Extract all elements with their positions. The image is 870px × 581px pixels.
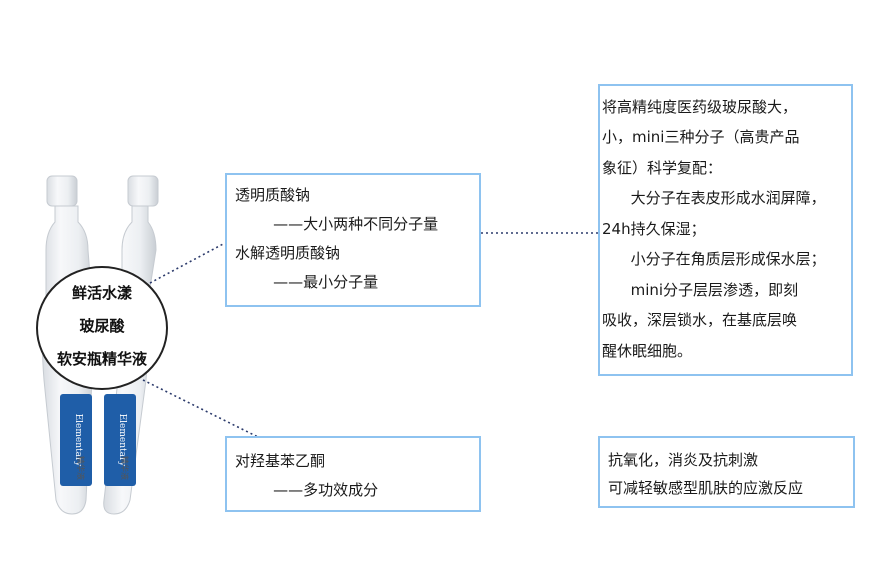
- product-line-2: 玻尿酸: [79, 317, 125, 335]
- box2-line-6: 小分子在角质层形成保水层；: [602, 250, 826, 268]
- ingredient-box-hyaluronate: 透明质酸钠 ——大小两种不同分子量 水解透明质酸钠 ——最小分子量: [225, 173, 481, 307]
- box2-line-4: 大分子在表皮形成水润屏障，: [602, 189, 826, 207]
- box1-line-1: 透明质酸钠: [235, 186, 311, 204]
- label-brand-right: Elementary: [117, 414, 127, 468]
- connector-circle-box3: [142, 379, 259, 438]
- box1-line-3: 水解透明质酸钠: [235, 244, 341, 262]
- label-brand-left: Elementary: [73, 414, 83, 468]
- box2-line-9: 醒休眠细胞。: [602, 342, 693, 360]
- label-cn-right: 精华液: [120, 456, 130, 480]
- product-line-3: 软安瓶精华液: [56, 350, 147, 368]
- box1-line-2: ——大小两种不同分子量: [235, 215, 439, 233]
- connector-circle-box1: [149, 242, 226, 284]
- product-name-circle: 鲜活水漾 玻尿酸 软安瓶精华液: [36, 266, 168, 390]
- box2-line-1: 将高精纯度医药级玻尿酸大，: [602, 98, 798, 116]
- box2-line-2: 小，mini三种分子（高贵产品: [602, 128, 800, 146]
- description-box-molecules: 将高精纯度医药级玻尿酸大， 小，mini三种分子（高贵产品 象征）科学复配： 大…: [598, 84, 853, 376]
- box1-line-4: ——最小分子量: [235, 273, 379, 291]
- ingredient-box-acetophenone: 对羟基苯乙酮 ——多功效成分: [225, 436, 481, 512]
- box4-line-2: 可减轻敏感型肌肤的应激反应: [608, 479, 804, 497]
- product-line-1: 鲜活水漾: [71, 284, 132, 302]
- box2-line-8: 吸收，深层锁水，在基底层唤: [602, 311, 798, 329]
- description-box-antioxidant: 抗氧化，消炎及抗刺激 可减轻敏感型肌肤的应激反应: [598, 436, 855, 508]
- box4-line-1: 抗氧化，消炎及抗刺激: [608, 451, 759, 469]
- label-cn-left: 精华液: [76, 456, 86, 480]
- box3-line-2: ——多功效成分: [235, 481, 379, 499]
- box3-line-1: 对羟基苯乙酮: [235, 452, 326, 470]
- box2-line-3: 象征）科学复配：: [602, 159, 723, 177]
- box2-line-5: 24h持久保湿；: [602, 220, 706, 238]
- box2-line-7: mini分子层层渗透，即刻: [602, 281, 799, 299]
